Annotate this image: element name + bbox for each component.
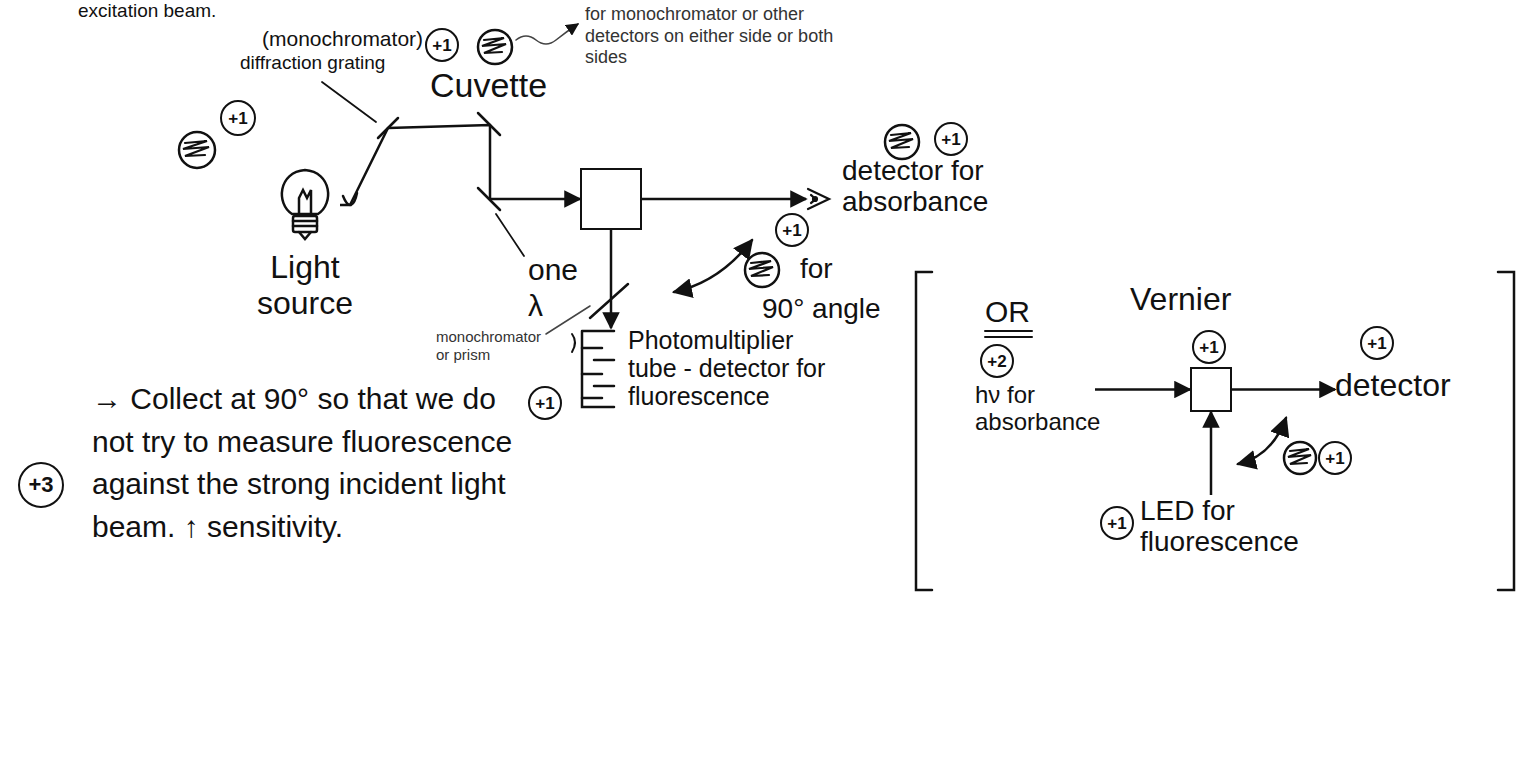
bulb-icon bbox=[270, 162, 340, 242]
grader-note: for monochromator or other detectors on … bbox=[585, 4, 865, 69]
scratched-score bbox=[1284, 442, 1316, 474]
angle-note: for bbox=[800, 252, 833, 286]
or-label: OR bbox=[985, 294, 1030, 330]
score-number: +2 bbox=[980, 344, 1014, 378]
angle-arrow bbox=[1238, 418, 1286, 464]
scratched-score bbox=[885, 125, 919, 159]
beam-arrow bbox=[642, 198, 806, 201]
vernier-cuvette: Vernier bbox=[1130, 282, 1260, 414]
absorbance-detector: detector for absorbance bbox=[806, 155, 1017, 218]
node-label: Photomultiplier tube - detector for fluo… bbox=[628, 326, 828, 410]
score-number: +1 bbox=[1318, 441, 1352, 475]
led-source: LED for fluorescence bbox=[1140, 495, 1305, 558]
scratched-score bbox=[179, 132, 215, 168]
node-label: detector for absorbance bbox=[842, 155, 1017, 218]
eye-icon bbox=[806, 185, 832, 213]
score-number: +1 bbox=[775, 213, 809, 247]
score-number: +1 bbox=[1100, 506, 1134, 540]
prism-slash bbox=[590, 284, 628, 318]
bracket bbox=[916, 272, 932, 590]
excitation-note: excitation beam. bbox=[78, 0, 216, 23]
pmt-icon bbox=[568, 328, 618, 410]
part-label: one λ bbox=[528, 252, 590, 324]
cuvette: Cuvette bbox=[430, 66, 645, 232]
score-number: +1 bbox=[528, 386, 562, 420]
score-number: +3 bbox=[18, 462, 64, 508]
node-label: detector bbox=[1335, 368, 1451, 404]
scratched-score bbox=[745, 253, 779, 287]
score-number: +1 bbox=[220, 100, 256, 136]
node-label: hν for absorbance bbox=[975, 382, 1095, 436]
light-source: Light source bbox=[240, 162, 370, 322]
beam-arrow bbox=[1232, 388, 1335, 391]
beam-arrow bbox=[340, 125, 580, 205]
cuvette-box bbox=[1190, 367, 1232, 412]
underline bbox=[985, 330, 1032, 332]
answer-text: → Collect at 90° so that we do not try t… bbox=[92, 378, 532, 548]
score-number: +1 bbox=[1360, 326, 1394, 360]
cuvette-box bbox=[580, 168, 642, 230]
angle-arrow bbox=[674, 240, 752, 292]
photomultiplier-tube: Photomultiplier tube - detector for fluo… bbox=[568, 326, 828, 414]
part-label: (monochromator) bbox=[262, 26, 423, 51]
part-label: diffraction grating bbox=[240, 52, 385, 75]
node-label: LED for fluorescence bbox=[1140, 495, 1305, 558]
score-number: +1 bbox=[425, 28, 459, 62]
score-number: +1 bbox=[934, 122, 968, 156]
absorbance-source: hν for absorbance bbox=[975, 382, 1095, 436]
leader-line bbox=[322, 82, 376, 122]
node-label: Light source bbox=[240, 250, 370, 322]
beam-arrow bbox=[1210, 412, 1213, 495]
underline bbox=[985, 336, 1032, 338]
beam-arrow bbox=[610, 230, 613, 328]
node-label: Vernier bbox=[1130, 282, 1260, 318]
beam-arrow bbox=[1095, 388, 1190, 391]
part-label: monochromator or prism bbox=[436, 328, 546, 364]
detector: detector bbox=[1335, 368, 1451, 404]
score-number: +1 bbox=[1192, 330, 1226, 364]
node-label: Cuvette bbox=[430, 66, 645, 104]
angle-note: 90° angle bbox=[762, 292, 881, 326]
bracket bbox=[1498, 272, 1514, 590]
scratched-score bbox=[478, 30, 512, 64]
note-arrow bbox=[516, 24, 578, 44]
leader-line bbox=[496, 214, 524, 256]
